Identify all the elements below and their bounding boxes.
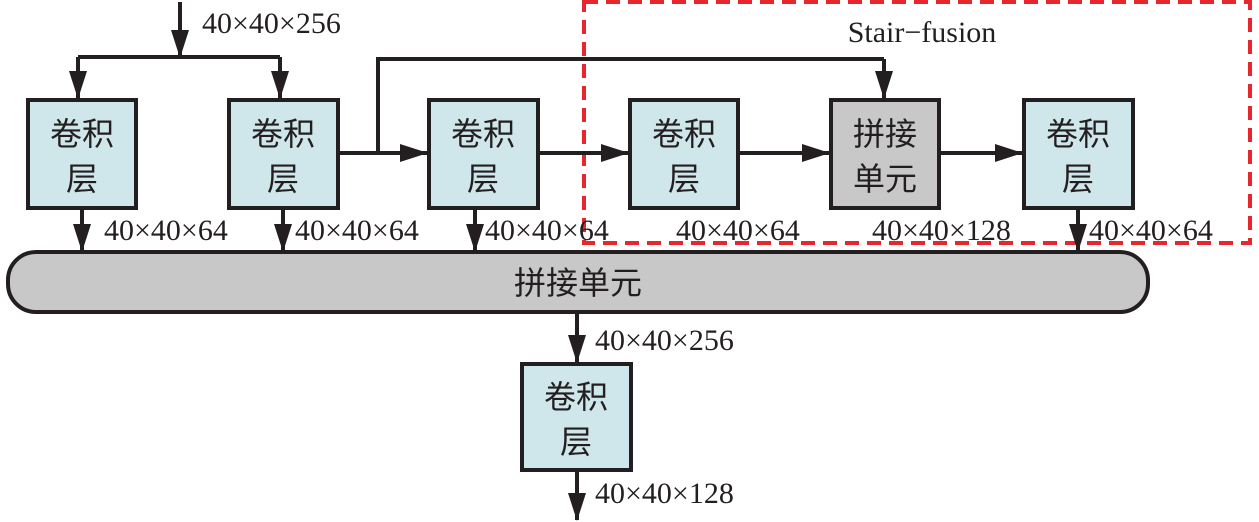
concat-block: 拼接 单元 [829,98,941,210]
svg-text:层: 层 [668,160,700,198]
branch-label-3: 40×40×64 [485,214,609,247]
concat-output-label: 40×40×256 [595,324,734,357]
svg-text:层: 层 [1062,160,1094,198]
branch-label-1: 40×40×64 [104,214,228,247]
conv-block-3: 卷积 层 [427,98,540,210]
conv-block-4: 卷积 层 [628,98,740,210]
stair-fusion-region [582,0,1252,245]
svg-text:拼接: 拼接 [853,115,917,153]
concat-bar: 拼接单元 [6,250,1150,314]
svg-text:单元: 单元 [853,160,917,198]
svg-text:层: 层 [467,160,499,198]
svg-text:层: 层 [267,160,299,198]
svg-text:卷积: 卷积 [451,115,515,153]
svg-text:拼接单元: 拼接单元 [514,264,642,302]
branch-label-4: 40×40×64 [676,214,800,247]
branch-label-2: 40×40×64 [295,214,419,247]
conv-block-1: 卷积 层 [26,98,138,210]
final-conv-block: 卷积 层 [520,362,633,472]
svg-text:卷积: 卷积 [50,115,114,153]
branch-label-6: 40×40×64 [1089,214,1213,247]
conv-block-5: 卷积 层 [1022,98,1135,210]
input-label: 40×40×256 [202,7,341,40]
branch-label-5: 40×40×128 [872,214,1011,247]
svg-text:卷积: 卷积 [1046,115,1110,153]
final-output-label: 40×40×128 [595,477,734,510]
svg-text:层: 层 [560,423,592,461]
svg-text:层: 层 [66,160,98,198]
stair-fusion-label: Stair−fusion [848,16,997,49]
svg-text:卷积: 卷积 [544,378,608,416]
svg-text:卷积: 卷积 [251,115,315,153]
conv-block-2: 卷积 层 [227,98,340,210]
skip-line [376,57,884,153]
svg-text:卷积: 卷积 [652,115,716,153]
